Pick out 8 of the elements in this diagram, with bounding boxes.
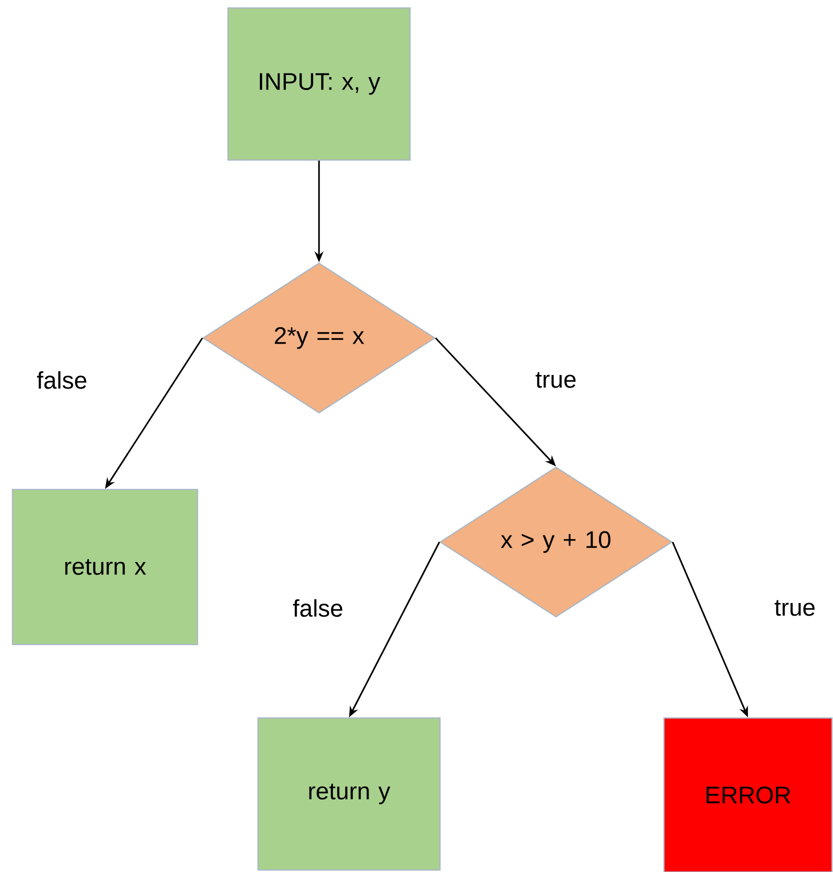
edge-label: false bbox=[34, 369, 90, 391]
edge-label: false bbox=[290, 597, 346, 619]
process-box: INPUT: x, y bbox=[227, 7, 411, 161]
edge-label: true bbox=[533, 370, 579, 390]
error-box: ERROR bbox=[663, 717, 833, 872]
process-box: return y bbox=[257, 717, 441, 871]
edge-label: true bbox=[772, 598, 818, 618]
process-box: return x bbox=[12, 488, 198, 646]
